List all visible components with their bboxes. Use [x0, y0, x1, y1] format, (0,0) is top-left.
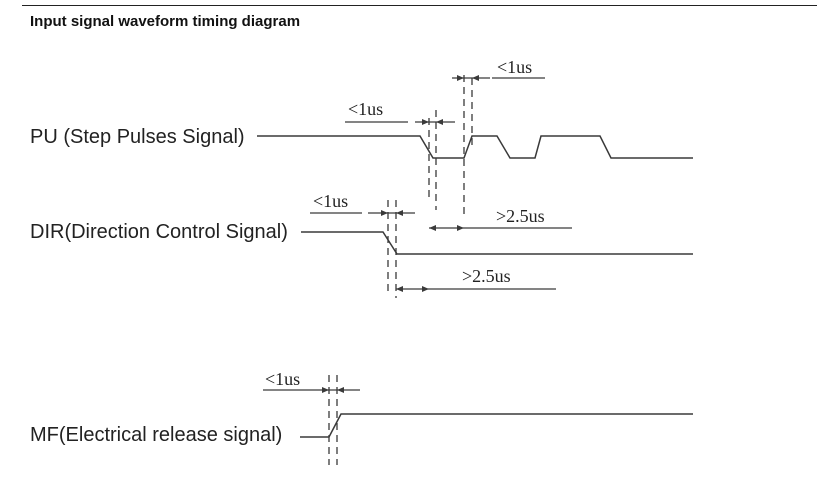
dir-hold-arrow-left	[396, 286, 403, 292]
mf-edge-arrow-left	[322, 387, 329, 393]
pu-edge-arrow-left	[457, 75, 464, 81]
header-rule	[22, 5, 817, 6]
mf-edge-timing-label: <1us	[265, 369, 300, 389]
dir-waveform	[301, 231, 693, 255]
pu-pulse-timing-label: <1us	[348, 99, 383, 119]
dir-setup-arrow-right	[457, 225, 464, 231]
pu-waveform	[257, 135, 693, 159]
page-title: Input signal waveform timing diagram	[30, 13, 301, 30]
dir-setup-arrow-left	[429, 225, 436, 231]
dir-edge-timing-label: <1us	[313, 191, 348, 211]
dir-hold-arrow-right	[422, 286, 429, 292]
pu-edge-arrow-right	[472, 75, 479, 81]
mf-waveform	[300, 413, 693, 438]
pu-edge-timing-label: <1us	[497, 57, 532, 77]
pu-pulse-arrow-left	[422, 119, 429, 125]
dir-signal-label: DIR(Direction Control Signal)	[30, 221, 288, 243]
mf-edge-arrow-right	[337, 387, 344, 393]
dir-hold-timing-label: >2.5us	[462, 266, 511, 286]
pu-pulse-arrow-right	[436, 119, 443, 125]
dir-edge-arrow-right	[396, 210, 403, 216]
dir-edge-arrow-left	[381, 210, 388, 216]
dir-setup-timing-label: >2.5us	[496, 206, 545, 226]
pu-signal-label: PU (Step Pulses Signal)	[30, 126, 245, 148]
mf-signal-label: MF(Electrical release signal)	[30, 424, 282, 446]
